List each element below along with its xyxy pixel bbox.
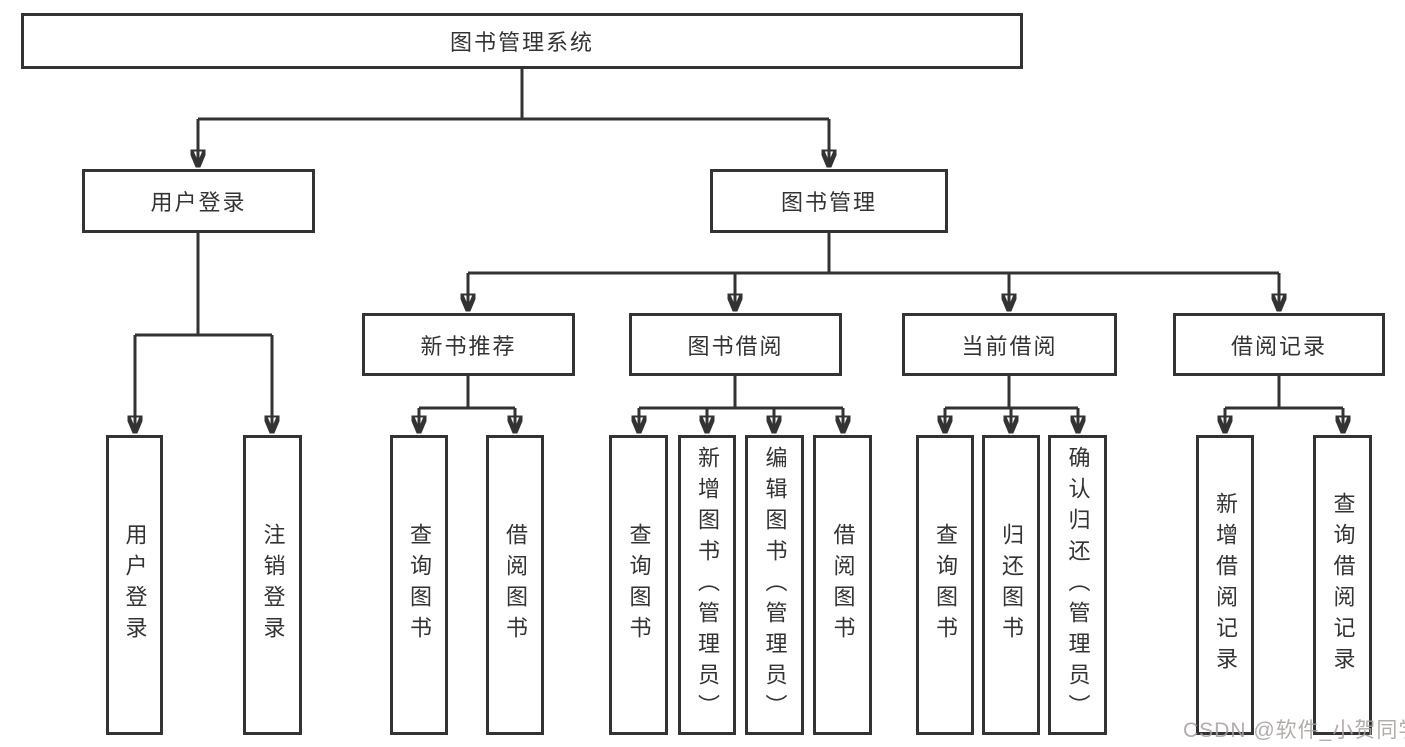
node-label: 查询借阅记录 <box>1330 492 1356 678</box>
leaf-confirm-return-admin: 确认归还（管理员） <box>1048 435 1107 735</box>
node-label: 图书管理系统 <box>449 30 594 55</box>
leaf-add-borrow-record: 新增借阅记录 <box>1196 435 1254 735</box>
leaf-search-books-borrowing: 查询图书 <box>609 435 668 735</box>
leaf-search-borrow-record: 查询借阅记录 <box>1313 435 1372 735</box>
node-label: 查询图书 <box>407 523 432 647</box>
leaf-edit-books-admin: 编辑图书（管理员） <box>745 435 804 735</box>
node-label: 编辑图书（管理员） <box>762 445 788 725</box>
node-new-book-recommend: 新书推荐 <box>362 313 575 376</box>
node-label: 用户登录 <box>150 190 247 215</box>
node-label: 图书管理 <box>780 190 877 215</box>
node-current-borrowing: 当前借阅 <box>902 313 1117 376</box>
node-book-management: 图书管理 <box>710 169 948 233</box>
leaf-logout: 注销登录 <box>243 435 302 735</box>
node-library-system: 图书管理系统 <box>21 13 1023 69</box>
node-book-borrowing: 图书借阅 <box>629 313 842 376</box>
node-label: 图书借阅 <box>687 333 784 359</box>
node-label: 确认归还（管理员） <box>1065 445 1091 725</box>
node-label: 查询图书 <box>626 523 652 647</box>
leaf-search-books-current: 查询图书 <box>916 435 974 735</box>
node-label: 查询图书 <box>933 523 958 647</box>
leaf-search-books-recommend: 查询图书 <box>390 435 448 735</box>
node-label: 借阅图书 <box>830 523 856 647</box>
leaf-borrow-books-borrowing: 借阅图书 <box>813 435 872 735</box>
node-label: 当前借阅 <box>961 333 1058 359</box>
node-label: 新增图书（管理员） <box>695 445 720 725</box>
leaf-user-login: 用户登录 <box>106 435 163 735</box>
leaf-borrow-books-recommend: 借阅图书 <box>486 435 544 735</box>
node-label: 新书推荐 <box>420 333 517 359</box>
leaf-add-books-admin: 新增图书（管理员） <box>678 435 736 735</box>
node-label: 新增借阅记录 <box>1213 492 1238 678</box>
leaf-return-books: 归还图书 <box>982 435 1040 735</box>
node-label: 归还图书 <box>999 523 1024 647</box>
connector-trunks <box>135 69 1343 410</box>
csdn-watermark: CSDN @软件_小贺同学 <box>1183 719 1405 742</box>
node-label: 借阅记录 <box>1230 333 1327 359</box>
node-label: 借阅图书 <box>503 523 528 647</box>
node-borrowing-records: 借阅记录 <box>1173 313 1385 376</box>
node-label: 用户登录 <box>122 523 148 647</box>
node-user-login: 用户登录 <box>82 169 315 233</box>
node-label: 注销登录 <box>260 523 286 647</box>
